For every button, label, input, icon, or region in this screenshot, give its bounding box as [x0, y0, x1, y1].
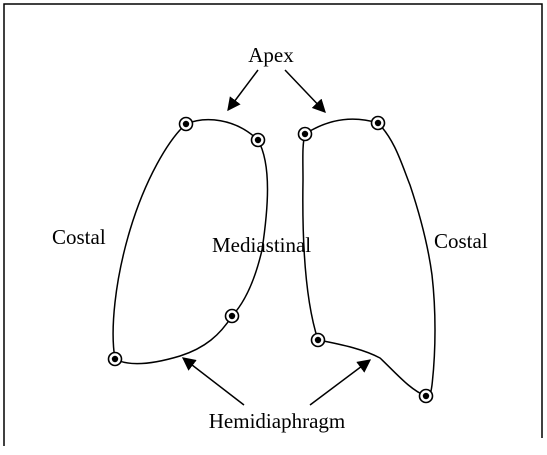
landmark-point — [252, 134, 265, 147]
landmark-point — [372, 117, 385, 130]
right-lung-outline — [303, 119, 435, 396]
apex-label: Apex — [248, 43, 294, 67]
landmark-point — [180, 118, 193, 131]
hemidiaphragm-arrow-left — [183, 358, 244, 405]
apex-arrow-left — [228, 70, 258, 110]
costal-right-label: Costal — [434, 229, 488, 253]
landmark-point — [226, 310, 239, 323]
apex-arrow-right — [285, 70, 325, 112]
landmark-point — [109, 353, 122, 366]
hemidiaphragm-arrow-right — [310, 360, 370, 405]
landmark-point — [312, 334, 325, 347]
landmark-point — [299, 128, 312, 141]
costal-left-label: Costal — [52, 225, 106, 249]
landmark-point — [420, 390, 433, 403]
mediastinal-label: Mediastinal — [212, 233, 311, 257]
hemidiaphragm-label: Hemidiaphragm — [209, 409, 345, 433]
